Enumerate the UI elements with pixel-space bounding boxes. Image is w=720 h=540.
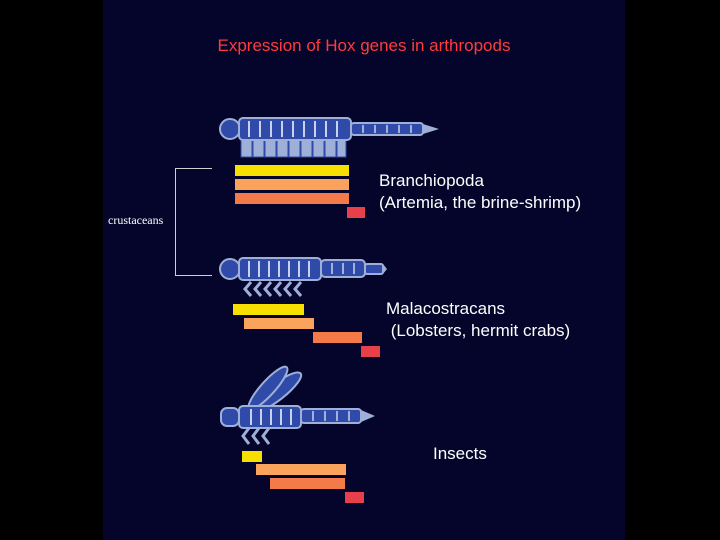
malacostracan-hox-bar-2 — [244, 318, 314, 329]
slide: Expression of Hox genes in arthropods cr… — [103, 0, 625, 540]
branchiopoda-examples: (Artemia, the brine-shrimp) — [379, 193, 582, 212]
insect-abdomen — [300, 408, 362, 424]
malacostracan-hox-bar-3 — [313, 332, 362, 343]
insect-hox-bar-2 — [256, 464, 346, 475]
insects-label: Insects — [433, 443, 487, 465]
crustaceans-label: crustaceans — [108, 213, 164, 227]
branchiopoda-label: Branchiopoda (Artemia, the brine-shrimp) — [379, 170, 581, 214]
crustaceans-bracket — [175, 168, 212, 276]
insect-wings — [247, 365, 303, 413]
branchiopod-segments — [248, 121, 338, 137]
insect-head — [220, 407, 240, 427]
branchiopod-hox-bar-4 — [347, 207, 365, 218]
malacostracans-examples: (Lobsters, hermit crabs) — [386, 321, 571, 340]
branchiopod-hox-bar-3 — [235, 193, 349, 204]
malacostracan-illustration — [219, 257, 387, 297]
malacostracan-legs — [243, 281, 303, 297]
insect-tail — [361, 410, 375, 422]
slide-title: Expression of Hox genes in arthropods — [217, 36, 511, 55]
malacostracans-label: Malacostracans (Lobsters, hermit crabs) — [386, 298, 570, 342]
insects-name: Insects — [433, 444, 487, 463]
insect-legs — [241, 427, 271, 445]
insect-illustration — [220, 365, 375, 445]
malacostracan-hox-bar-4 — [361, 346, 380, 357]
insect-hox-bar-1 — [242, 451, 262, 462]
branchiopoda-name: Branchiopoda — [379, 171, 484, 190]
branchiopod-telson — [423, 124, 439, 134]
malacostracan-hox-bar-1 — [233, 304, 304, 315]
malacostracan-telson — [383, 264, 387, 274]
branchiopod-hox-bar-1 — [235, 165, 349, 176]
branchiopod-illustration — [219, 117, 439, 158]
insect-hox-bar-3 — [270, 478, 345, 489]
malacostracans-name: Malacostracans — [386, 299, 506, 318]
insect-hox-bar-4 — [345, 492, 364, 503]
branchiopod-hox-bar-2 — [235, 179, 349, 190]
